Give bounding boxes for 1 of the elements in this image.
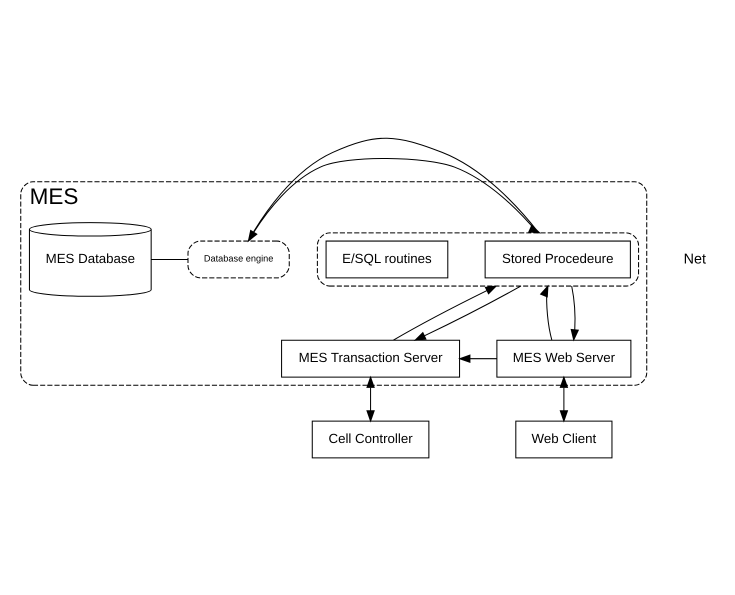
label: Net xyxy=(684,250,706,267)
